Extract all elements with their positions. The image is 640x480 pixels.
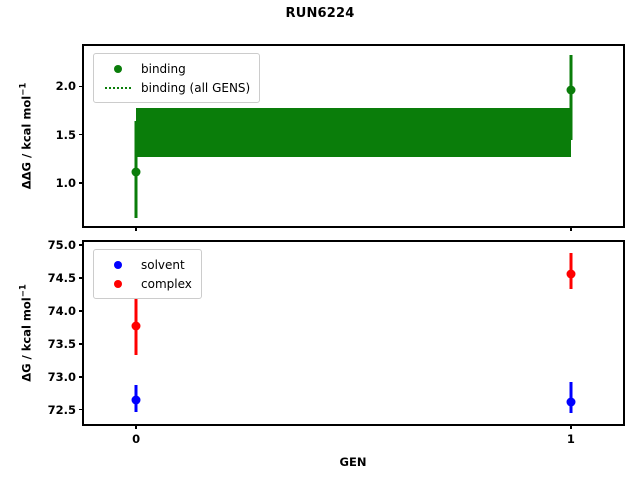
ddg-panel-y-tick xyxy=(79,133,84,136)
ddg-panel: 1.0 1.5 2.0 binding binding (all GENS) xyxy=(56,44,625,231)
ddg-panel-legend: binding binding (all GENS) xyxy=(93,53,261,103)
legend-key-complex xyxy=(101,279,135,288)
dg-panel-y-tick xyxy=(79,342,84,345)
ddg-panel-y-tick-label: 1.5 xyxy=(55,127,76,142)
dg-panel-y-tick xyxy=(79,244,84,247)
binding-marker xyxy=(131,167,141,177)
solvent-marker xyxy=(566,397,576,407)
dg-panel-y-tick xyxy=(79,375,84,378)
dg-panel-y-tick-label: 74.5 xyxy=(47,271,76,286)
dg-panel-y-tick xyxy=(79,310,84,312)
legend-label: complex xyxy=(141,276,192,291)
legend-entry-complex: complex xyxy=(101,274,192,293)
dot-marker-icon xyxy=(114,64,122,73)
ddg-panel-y-tick xyxy=(79,85,84,88)
solvent-marker xyxy=(131,395,141,405)
legend-entry-binding: binding xyxy=(101,59,250,78)
dg-panel-y-tick-label: 73.0 xyxy=(47,369,76,384)
legend-entry-solvent: solvent xyxy=(101,255,192,274)
ddg-plot-area xyxy=(84,46,623,226)
ddg-y-axis-label-text: ΔΔG / kcal mol xyxy=(19,95,34,190)
dg-plot-area xyxy=(84,242,623,424)
dg-panel-legend: solvent complex xyxy=(93,249,202,299)
ddg-y-axis-label-exponent: −1 xyxy=(18,82,29,96)
legend-label: solvent xyxy=(141,257,185,272)
dg-panel-x-tick xyxy=(135,424,138,429)
ddg-panel-y-tick xyxy=(79,181,84,184)
dg-panel-y-tick-label: 73.5 xyxy=(47,336,76,351)
ddg-panel-x-tick xyxy=(135,226,138,231)
dg-panel-y-tick xyxy=(79,408,84,411)
dg-y-axis-label-text: ΔG / kcal mol xyxy=(19,297,34,382)
band-binding-all-gens- xyxy=(136,107,571,157)
legend-label: binding (all GENS) xyxy=(141,80,251,95)
dg-panel: 72.5 73.0 73.5 74.0 74.5 75.0 0 1 solvent complex xyxy=(48,238,625,446)
dg-panel-x-tick xyxy=(569,424,572,429)
legend-key-binding xyxy=(101,64,135,73)
dg-panel-y-tick-label: 75.0 xyxy=(47,238,76,253)
ddg-panel-y-tick-label: 1.0 xyxy=(55,175,76,190)
legend-label: binding xyxy=(141,61,186,76)
ddg-y-axis-label: ΔΔG / kcal mol−1 xyxy=(19,83,34,190)
binding-marker xyxy=(566,85,576,95)
legend-key-binding-all-gens- xyxy=(101,86,135,89)
x-tick-label-1: 1 xyxy=(566,432,575,446)
complex-marker xyxy=(131,321,141,331)
dg-y-axis-label: ΔG / kcal mol−1 xyxy=(19,284,34,382)
ddg-panel-y-tick-label: 2.0 xyxy=(55,79,76,94)
dot-marker-icon xyxy=(114,260,122,269)
x-axis-label: GEN xyxy=(339,455,367,469)
dg-panel-y-tick-label: 74.0 xyxy=(47,303,76,318)
dg-panel-y-tick xyxy=(79,277,84,280)
dotted-line-icon xyxy=(105,86,131,89)
complex-marker xyxy=(566,269,576,279)
legend-key-solvent xyxy=(101,260,135,269)
dg-y-axis-label-exponent: −1 xyxy=(18,284,29,298)
binding-errorbar xyxy=(569,54,573,141)
chart-title: RUN6224 xyxy=(285,6,355,21)
dot-marker-icon xyxy=(114,279,122,288)
x-tick-label-0: 0 xyxy=(132,432,141,446)
legend-entry-binding-all-gens-: binding (all GENS) xyxy=(101,78,250,97)
dg-panel-y-tick-label: 72.5 xyxy=(47,402,76,417)
ddg-panel-x-tick xyxy=(569,226,572,231)
